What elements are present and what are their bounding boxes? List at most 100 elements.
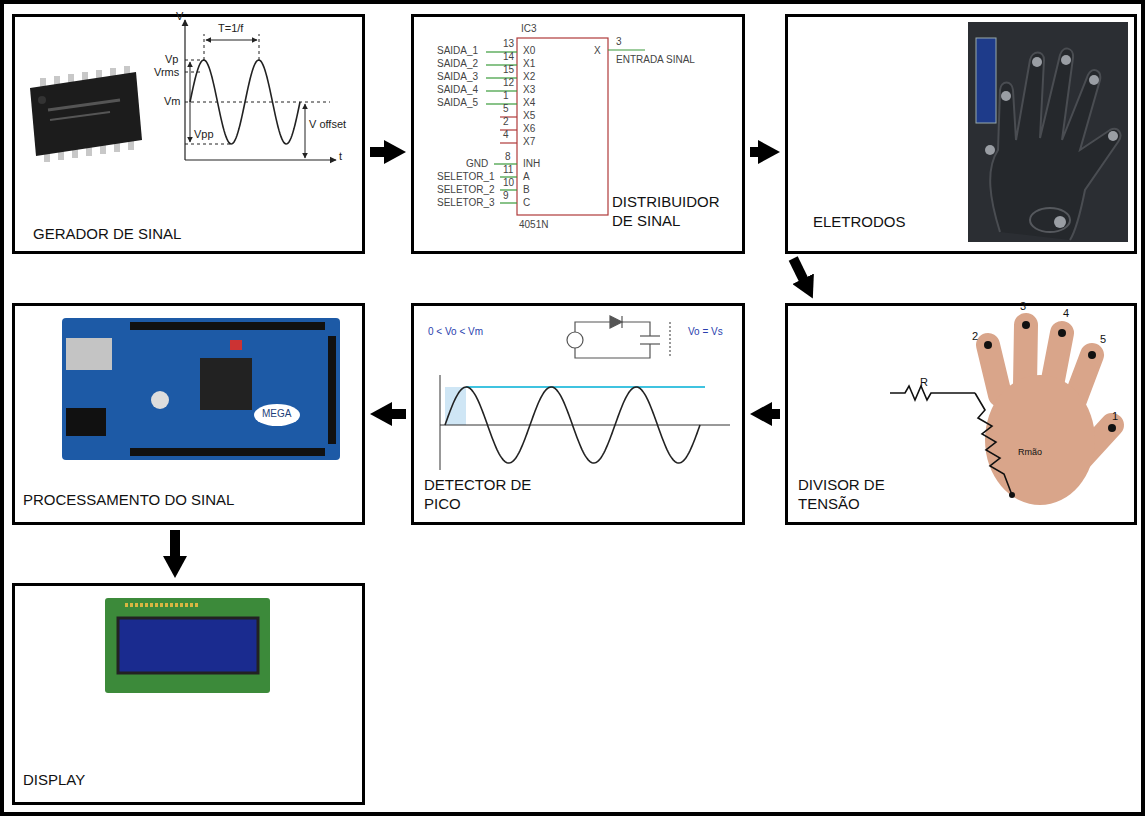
figure-label: R <box>920 376 928 389</box>
figure-label: 3 <box>1020 300 1026 313</box>
sine-wave-chart <box>185 60 204 61</box>
hand-photo <box>984 341 992 349</box>
hand-photo <box>1088 351 1096 359</box>
figure-label: ENTRADA SINAL <box>616 54 695 66</box>
figure-label: Vo = Vs <box>688 326 723 338</box>
electrode-glove-photo <box>968 22 1128 242</box>
figure-label: 0 < Vo < Vm <box>428 326 483 338</box>
resistor-symbol <box>890 386 1012 495</box>
figure-label: X0 <box>523 45 535 57</box>
figure-label: 5 <box>503 103 509 115</box>
hand-photo <box>1022 321 1030 329</box>
block-title: DIVISOR DE TENSÃO <box>798 476 908 514</box>
flow-arrow <box>170 530 180 560</box>
peak-detector-waveform <box>445 387 700 463</box>
sine-wave-chart <box>204 34 205 60</box>
figure-label: INH <box>523 158 540 170</box>
figure-label: 1 <box>503 90 509 102</box>
block-box: PROCESSAMENTO DO SINAL <box>12 303 365 525</box>
block-box: ELETRODOS <box>785 14 1137 254</box>
figure-label: X4 <box>523 97 535 109</box>
flow-arrow <box>768 409 780 419</box>
electrode-glove-photo <box>1054 216 1066 228</box>
figure-label: 5 <box>1100 333 1106 346</box>
electrode-glove-photo <box>968 22 1128 242</box>
hand-photo <box>985 375 1095 505</box>
peak-detector-waveform <box>440 375 730 470</box>
peak-detector-waveform <box>440 375 441 470</box>
electrode-glove-photo <box>1032 57 1042 67</box>
mux-schematic <box>517 38 608 215</box>
figure-label: X3 <box>523 84 535 96</box>
figure-label: Vm <box>164 95 181 108</box>
electrode-glove-photo <box>976 38 996 123</box>
figure-label: IC3 <box>521 23 537 35</box>
electrode-glove-photo <box>1030 208 1070 232</box>
resistor-symbol <box>890 386 975 400</box>
figure-label: Vrms <box>154 66 179 79</box>
lcd-display-photo <box>105 598 270 693</box>
peak-detector-waveform <box>466 386 705 388</box>
figure-label: t <box>339 150 342 163</box>
figure-label: 10 <box>503 177 514 189</box>
figure-label: 2 <box>972 330 978 343</box>
peak-detector-schematic <box>610 316 622 328</box>
figure-label: X <box>594 45 601 57</box>
figure-label: X2 <box>523 71 535 83</box>
figure-label: X5 <box>523 110 535 122</box>
figure-label: 13 <box>503 38 514 50</box>
arduino-board-photo <box>66 408 106 436</box>
figure-label: SAIDA_5 <box>437 97 478 109</box>
figure-label: SELETOR_3 <box>437 197 495 209</box>
ic-chip-photo <box>50 112 110 120</box>
hand-photo <box>1108 424 1116 432</box>
peak-detector-schematic <box>669 322 670 358</box>
block-box: DIVISOR DE TENSÃO <box>785 303 1137 525</box>
mux-schematic <box>486 50 645 203</box>
sine-wave-chart <box>206 40 257 41</box>
figure-label: SAIDA_1 <box>437 45 478 57</box>
figure-label: 8 <box>505 151 511 163</box>
sine-wave-chart <box>190 60 300 144</box>
lcd-display-photo <box>118 618 258 673</box>
figure-label: MEGA <box>262 408 291 420</box>
figure-label: 4 <box>1063 307 1069 320</box>
block-title: DISPLAY <box>23 771 85 790</box>
arduino-board-photo <box>62 318 340 460</box>
flow-arrow <box>388 409 406 419</box>
figure-label: 1 <box>1112 410 1118 423</box>
figure-label: SELETOR_2 <box>437 184 495 196</box>
peak-detector-schematic <box>567 316 670 358</box>
block-title: PROCESSAMENTO DO SINAL <box>23 491 234 510</box>
block-title: ELETRODOS <box>813 213 906 232</box>
figure-label: 4051N <box>519 219 548 231</box>
figure-label: 9 <box>503 190 509 202</box>
figure-label: X7 <box>523 136 535 148</box>
hand-photo <box>1025 325 1026 385</box>
sine-wave-chart <box>184 20 185 160</box>
mux-schematic <box>500 117 517 143</box>
lcd-display-photo <box>105 598 270 693</box>
ic-chip-photo <box>30 66 142 162</box>
mux-schematic <box>486 90 517 91</box>
electrode-glove-photo <box>1061 55 1071 65</box>
figure-label: C <box>523 197 530 209</box>
peak-detector-schematic <box>567 332 583 348</box>
electrode-glove-photo <box>985 145 995 155</box>
peak-detector-schematic <box>575 322 610 332</box>
arduino-board-photo <box>328 336 336 444</box>
figure-label: 2 <box>503 116 509 128</box>
mux-schematic <box>608 49 645 50</box>
figure-label: T=1/f <box>218 22 243 35</box>
figure-label: 4 <box>503 129 509 141</box>
figure-label: SAIDA_3 <box>437 71 478 83</box>
sine-wave-chart <box>185 102 330 103</box>
block-title: DETECTOR DE PICO <box>424 476 534 514</box>
peak-detector-schematic <box>640 335 660 336</box>
hand-photo <box>984 321 1116 505</box>
electrode-glove-photo <box>1001 91 1011 101</box>
